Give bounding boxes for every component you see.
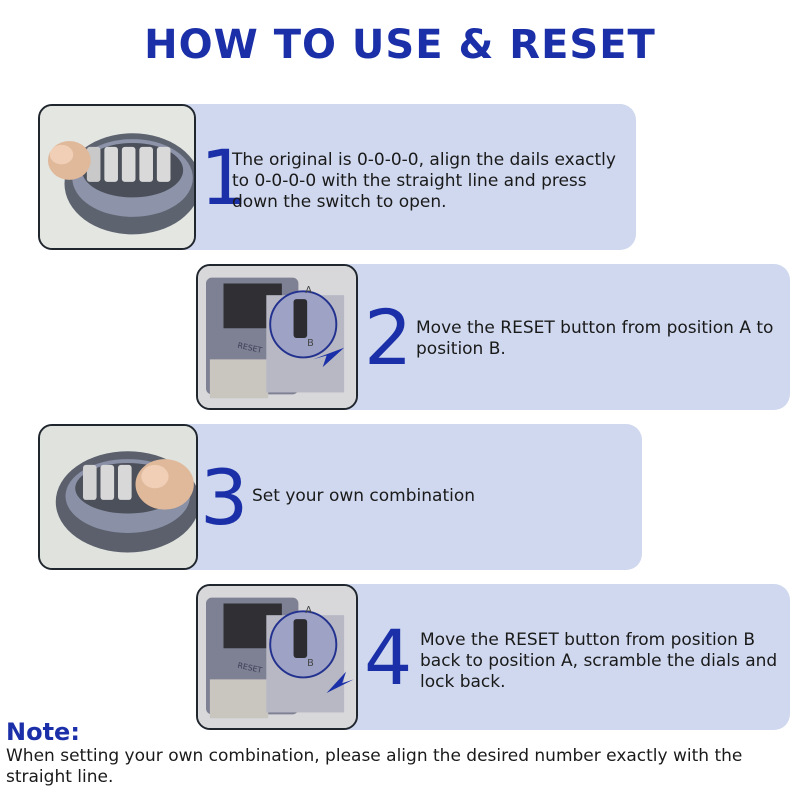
- step-number-4: 4: [364, 613, 413, 702]
- step-number-1: 1: [200, 133, 249, 222]
- page-title: HOW TO USE & RESET: [144, 22, 656, 68]
- step-photo-3: [38, 424, 198, 570]
- step-text-2: Move the RESET button from position A to…: [416, 318, 774, 359]
- step-photo-1: [38, 104, 196, 250]
- position-a-label: A: [305, 605, 312, 616]
- step-text-4: Move the RESET button from position B ba…: [420, 630, 778, 692]
- step-number-2: 2: [364, 293, 413, 382]
- step-photo-4: A B RESET: [196, 584, 358, 730]
- step-text-1: The original is 0-0-0-0, align the dails…: [232, 150, 616, 212]
- note-text: When setting your own combination, pleas…: [6, 746, 743, 787]
- set-combination-photo: [40, 426, 196, 568]
- step-text-3: Set your own combination: [252, 486, 476, 506]
- position-b-label: B: [307, 338, 314, 349]
- reset-back-photo: A B RESET: [198, 586, 356, 728]
- arrow-down-icon: [312, 347, 345, 368]
- step-photo-2: A B RESET: [196, 264, 358, 410]
- position-a-label: A: [305, 285, 312, 296]
- position-b-label: B: [307, 658, 314, 669]
- step-number-3: 3: [200, 453, 249, 542]
- arrow-up-icon: [326, 671, 354, 693]
- reset-button-photo: A B RESET: [198, 266, 356, 408]
- combination-dial-photo: [40, 106, 194, 248]
- note-label: Note:: [6, 718, 80, 746]
